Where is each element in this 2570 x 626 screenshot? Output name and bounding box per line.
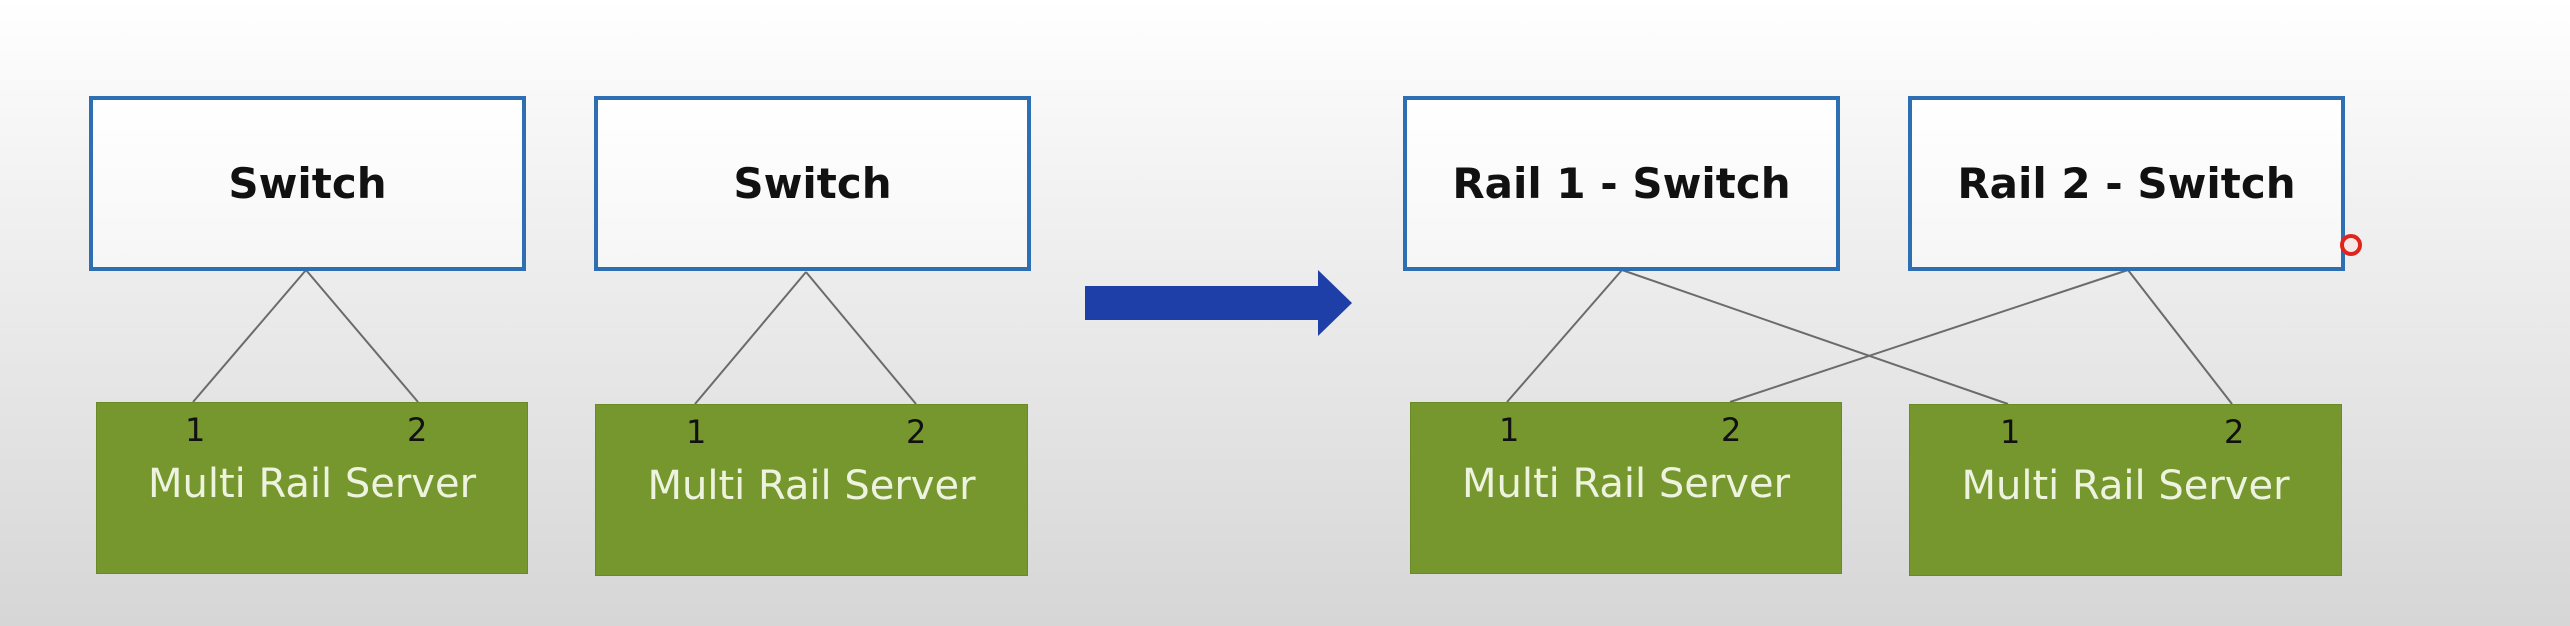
rail-2-switch-box: Rail 2 - Switch — [1908, 96, 2345, 271]
link-switch2-port2 — [805, 271, 917, 405]
switch-label: Rail 1 - Switch — [1452, 159, 1791, 208]
link-rail2-server1-port2 — [1729, 269, 2129, 403]
link-switch2-port1 — [694, 271, 807, 405]
switch-box-1: Switch — [89, 96, 526, 271]
server-label: Multi Rail Server — [647, 463, 976, 509]
link-switch1-port2 — [305, 269, 419, 403]
link-rail2-server2-port2 — [2127, 269, 2233, 405]
switch-label: Rail 2 - Switch — [1957, 159, 2296, 208]
port-1-label: 1 — [2000, 413, 2021, 451]
port-1-label: 1 — [686, 413, 707, 451]
switch-label: Switch — [228, 159, 387, 208]
server-label: Multi Rail Server — [147, 461, 477, 507]
port-1-label: 1 — [1499, 411, 1520, 449]
multi-rail-server-4: 1 2 Multi Rail Server — [1909, 404, 2342, 576]
transition-arrow — [1085, 270, 1352, 336]
server-label: Multi Rail Server — [1461, 461, 1791, 507]
switch-label: Switch — [733, 159, 892, 208]
port-2-label: 2 — [1721, 411, 1742, 449]
multi-rail-server-3: 1 2 Multi Rail Server — [1410, 402, 1842, 574]
link-rail1-server2-port1 — [1621, 269, 2009, 405]
link-rail1-server1-port1 — [1506, 269, 1623, 403]
pointer-cursor-icon — [2340, 234, 2362, 256]
multi-rail-server-1: 1 2 Multi Rail Server — [96, 402, 528, 574]
switch-box-2: Switch — [594, 96, 1031, 271]
port-2-label: 2 — [2224, 413, 2245, 451]
port-2-label: 2 — [906, 413, 927, 451]
port-2-label: 2 — [407, 411, 428, 449]
multi-rail-server-2: 1 2 Multi Rail Server — [595, 404, 1028, 576]
port-1-label: 1 — [185, 411, 206, 449]
server-label: Multi Rail Server — [1961, 463, 2290, 509]
link-switch1-port1 — [192, 269, 307, 403]
rail-1-switch-box: Rail 1 - Switch — [1403, 96, 1840, 271]
